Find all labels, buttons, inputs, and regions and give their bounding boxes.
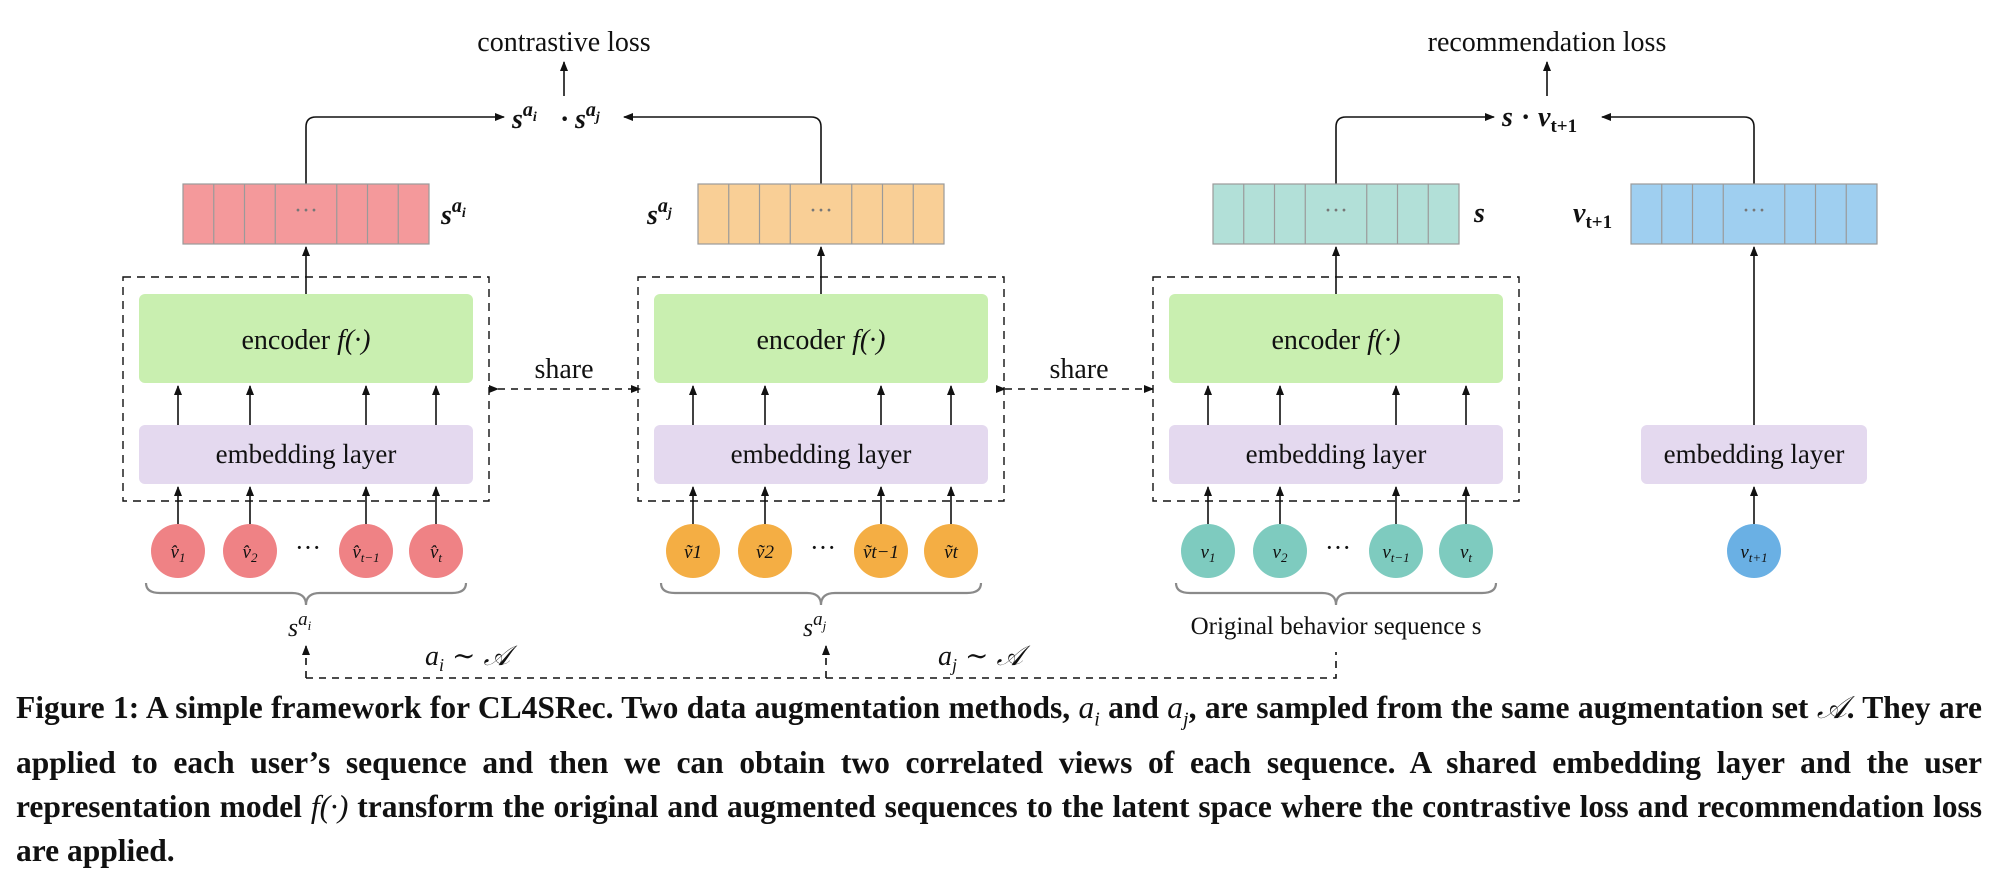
embedding-box-2 (1169, 425, 1503, 484)
sampling-label-ai: ai∼𝒜 (425, 641, 517, 675)
item-node-orig-1 (1253, 524, 1307, 578)
item-label: v̂t−1 (352, 542, 379, 565)
embedding-box-next (1641, 425, 1867, 484)
encoder-label-0: encoder f(·) (241, 325, 370, 356)
rep-orig-fill (1212, 183, 1460, 245)
item-node-orig-2 (1369, 524, 1423, 578)
brace-label-ai: sai (288, 609, 312, 642)
rep-label-s: s (1473, 198, 1485, 229)
sequence-braces (144, 582, 1498, 606)
item-node-ai-3 (409, 524, 463, 578)
rep-label-next: vt+1 (1573, 198, 1612, 233)
embedding-label-1: embedding layer (731, 439, 912, 469)
embedding-box-0 (139, 425, 473, 484)
share-label-2: share (1049, 354, 1108, 385)
brace-ai (144, 582, 468, 606)
item-node-ai-2 (339, 524, 393, 578)
rep-label-aj: saj (646, 195, 672, 231)
item-node-ai-0 (151, 524, 205, 578)
shared-modules: encoder f(·) embedding layer encoder f(·) e… (122, 246, 1867, 524)
figure-caption: Figure 1: A simple framework for CL4SRec… (16, 690, 1983, 869)
connector-next-to-product (1601, 113, 1755, 184)
representation-bar-aj: ··· (697, 183, 945, 245)
svg-text:·: · (560, 104, 569, 135)
svg-text:saj: saj (574, 99, 600, 135)
item-ellipsis-aj: ··· (810, 533, 836, 562)
encoder-box-0 (139, 294, 473, 383)
item-node-aj-0 (666, 524, 720, 578)
item-ellipsis-ai: ··· (295, 533, 321, 562)
brace-orig (1174, 582, 1498, 606)
item-label: ṽt (944, 542, 958, 563)
item-node-aj-2 (854, 524, 908, 578)
sampling-line (306, 652, 1337, 679)
brace-label-aj: saj (803, 609, 827, 642)
connector-ai-to-product (305, 113, 505, 184)
encoder-box-2 (1169, 294, 1503, 383)
brace-label-original: Original behavior sequence s (1191, 613, 1482, 640)
rep-aj-fill (697, 183, 945, 245)
rep-next-fill (1630, 183, 1878, 245)
item-label: v1 (1201, 542, 1216, 565)
contrastive-product: sai · saj (511, 99, 600, 135)
item-ellipsis-orig: ··· (1325, 533, 1351, 562)
svg-text:vt+1: vt+1 (1538, 102, 1577, 137)
item-label: vt+1 (1740, 542, 1767, 565)
connector-aj-to-product (623, 113, 822, 184)
brace-aj (659, 582, 983, 606)
encoder-label-2: encoder f(·) (1271, 325, 1400, 356)
rep-label-ai: sai (440, 195, 466, 231)
encoder-label-1: encoder f(·) (756, 325, 885, 356)
rep-aj-ellipsis: ··· (809, 198, 833, 224)
recommendation-product: s · vt+1 (1501, 102, 1577, 137)
item-label: ṽ2 (756, 542, 774, 563)
item-label: ṽt−1 (863, 542, 899, 563)
item-label: vt−1 (1382, 542, 1409, 565)
item-label: v̂1 (171, 542, 186, 565)
cl4srec-framework-diagram: contrastive loss recommendation loss sai… (122, 27, 1878, 679)
representation-bar-next-item: ··· (1630, 183, 1878, 245)
connector-s-to-product (1335, 113, 1495, 184)
item-node-aj-3 (924, 524, 978, 578)
rep-orig-ellipsis: ··· (1324, 198, 1348, 224)
rep-next-ellipsis: ··· (1742, 198, 1766, 224)
recommendation-loss-label: recommendation loss (1428, 27, 1667, 58)
svg-text:s: s (1501, 102, 1513, 133)
item-node-next (1727, 524, 1781, 578)
item-label: v2 (1273, 542, 1288, 565)
embedding-label-0: embedding layer (216, 439, 397, 469)
rep-ai-ellipsis: ··· (294, 198, 318, 224)
item-label: vt (1460, 542, 1472, 565)
svg-text:·: · (1521, 102, 1530, 133)
representation-bar-original: ··· (1212, 183, 1460, 245)
contrastive-loss-label: contrastive loss (477, 27, 650, 58)
item-label: v̂2 (243, 542, 258, 565)
item-node-orig-3 (1439, 524, 1493, 578)
item-node-ai-1 (223, 524, 277, 578)
embedding-box-1 (654, 425, 988, 484)
item-sequences: v̂1 v̂2 v̂t−1 v̂t ··· ṽ1 ṽ2 ṽt−1 ṽt ··· v1 v2 vt−1 vt… (151, 524, 1781, 578)
embedding-label-next: embedding layer (1664, 439, 1845, 469)
item-node-aj-1 (738, 524, 792, 578)
svg-text:sai: sai (511, 99, 537, 135)
encoder-box-1 (654, 294, 988, 383)
rep-ai-fill (182, 183, 430, 245)
sampling-label-aj: aj∼𝒜 (938, 641, 1030, 675)
item-label: ṽ1 (684, 542, 702, 563)
share-label-1: share (534, 354, 593, 385)
item-label: v̂t (430, 542, 442, 565)
item-node-orig-0 (1181, 524, 1235, 578)
representation-bar-ai: ··· (182, 183, 430, 245)
embedding-label-2: embedding layer (1246, 439, 1427, 469)
